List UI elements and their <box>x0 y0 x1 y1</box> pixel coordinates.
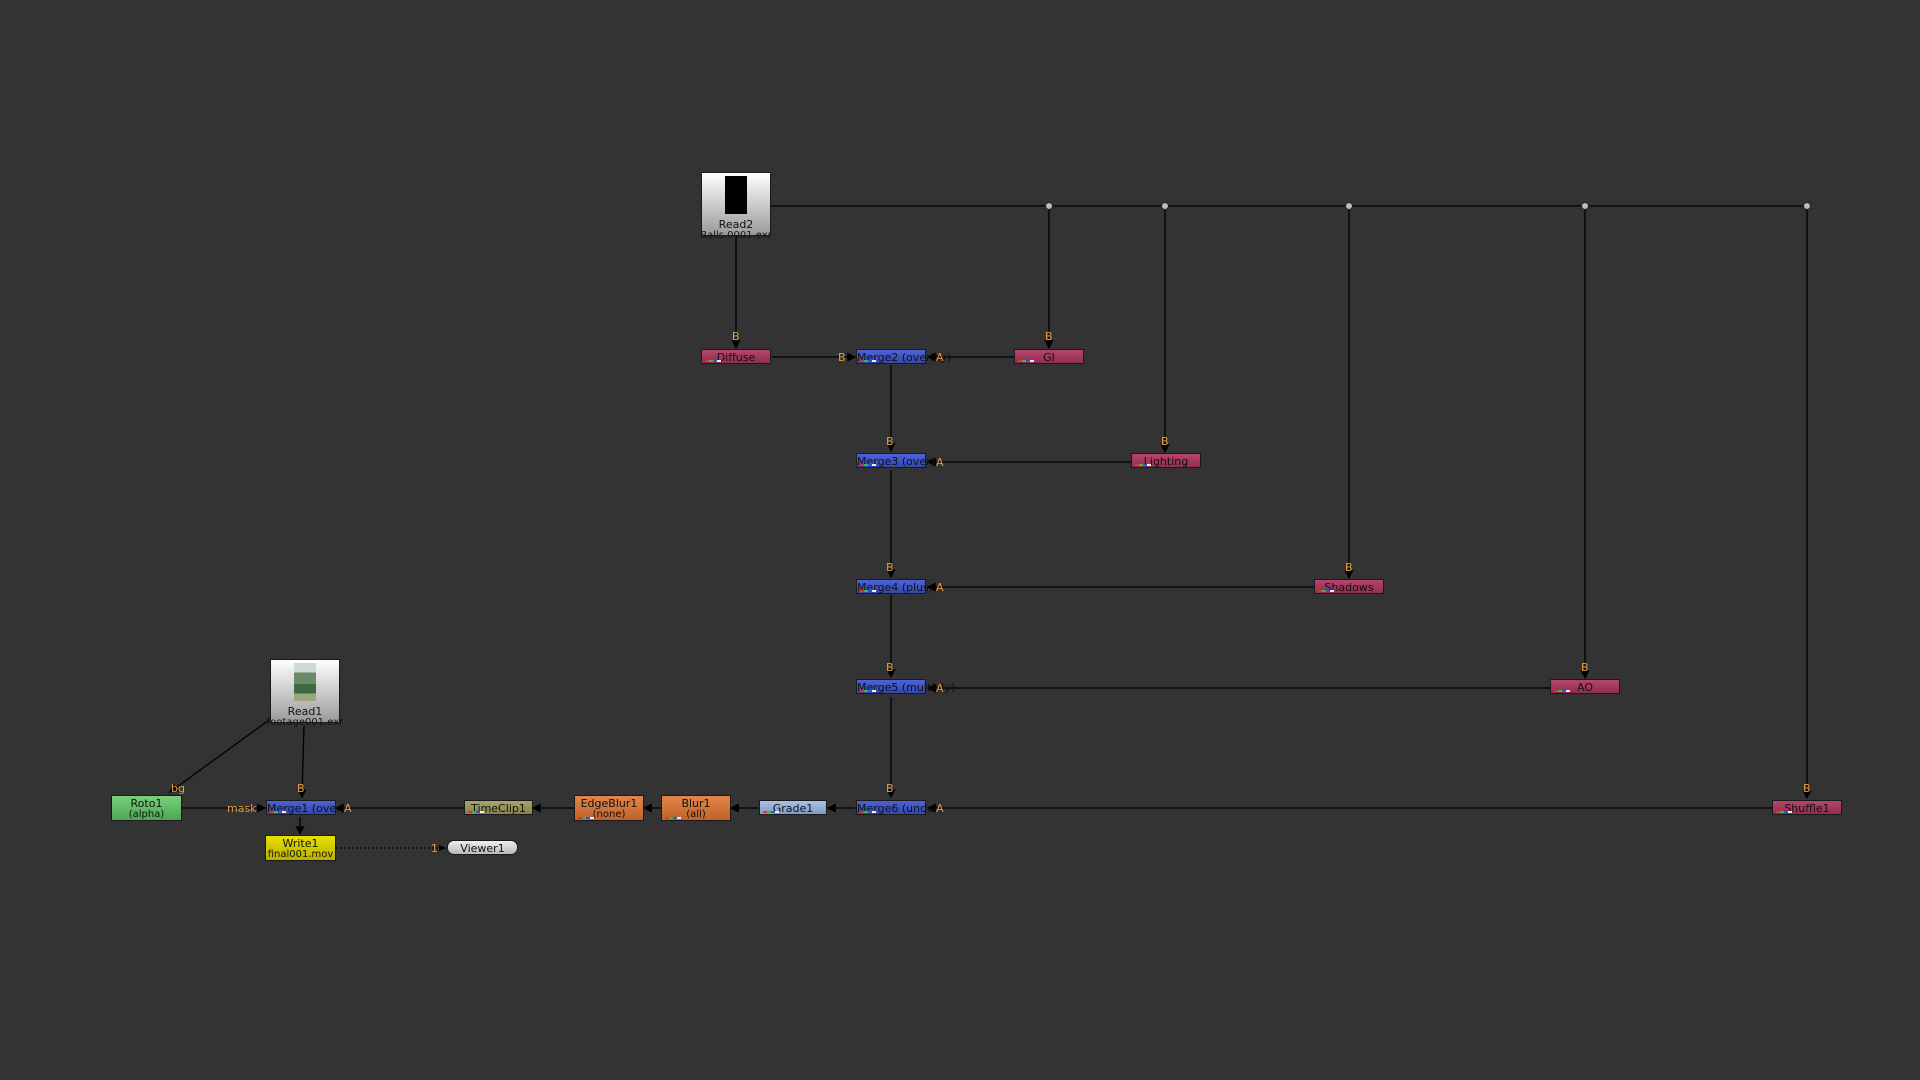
input-label-b: B <box>886 561 894 574</box>
input-label-b: B <box>1161 435 1169 448</box>
input-label-a: A <box>936 581 944 594</box>
input-label-b: B <box>1345 561 1353 574</box>
viewer1-node[interactable]: Viewer1 <box>447 840 518 855</box>
dot-node[interactable] <box>1161 202 1169 210</box>
input-label-b: B <box>886 661 894 674</box>
roto1-node[interactable]: Roto1 (alpha) <box>111 795 182 821</box>
input-label-mask: mask <box>227 802 257 815</box>
write1-node[interactable]: Write1 final001.mov <box>265 835 336 861</box>
input-label-b: B <box>1803 782 1811 795</box>
input-label-a: A <box>936 802 944 815</box>
merge6-node[interactable]: Merge6 (under) <box>856 800 943 815</box>
read2-node[interactable]: Read2 Balls.0001.exr <box>700 172 772 241</box>
edgeblur1-node[interactable]: EdgeBlur1 (none) <box>574 795 644 821</box>
merge4-node[interactable]: Merge4 (plus) <box>856 579 934 594</box>
merge3-node[interactable]: Merge3 (over) <box>856 453 935 468</box>
shuffle1-node[interactable]: Shuffle1 <box>1772 800 1842 815</box>
gi-node[interactable]: GI <box>1014 349 1084 364</box>
blur1-node[interactable]: Blur1 (all) <box>661 795 731 821</box>
input-label-b: B <box>838 351 846 364</box>
input-label-bg: bg <box>171 782 185 795</box>
input-label-b: B <box>886 782 894 795</box>
viewer-input-label: 1 <box>431 842 438 855</box>
input-label-b: B <box>1581 661 1589 674</box>
timeclip1-node[interactable]: TimeClip1 <box>464 800 533 815</box>
merge5-node[interactable]: Merge5 (multiply) <box>856 679 956 694</box>
input-label-b: B <box>732 330 740 343</box>
read1-to-merge1-b <box>297 725 307 799</box>
input-label-b: B <box>297 782 305 795</box>
read1-filename: footage001.exr <box>266 717 344 728</box>
input-label-a: A <box>936 351 944 364</box>
read2-label: Read2 <box>718 218 754 231</box>
merge1-node[interactable]: Merge1 (over) <box>266 800 345 815</box>
input-label-a: A <box>344 802 352 815</box>
read2-thumbnail <box>725 176 747 214</box>
shadows-node[interactable]: Shadows <box>1314 579 1384 594</box>
input-label-b: B <box>886 435 894 448</box>
dot-node[interactable] <box>1045 202 1053 210</box>
merge2-node[interactable]: Merge2 (overlay) <box>856 349 952 364</box>
read2-filename: Balls.0001.exr <box>700 230 772 241</box>
read1-thumbnail <box>294 663 316 701</box>
dot-node[interactable] <box>1345 202 1353 210</box>
ao-node[interactable]: AO <box>1550 679 1620 694</box>
read1-label: Read1 <box>287 705 323 718</box>
read1-to-roto1-bg <box>168 719 270 793</box>
dot-node[interactable] <box>1803 202 1811 210</box>
input-label-a: A <box>936 682 944 695</box>
read1-node[interactable]: Read1 footage001.exr <box>267 659 343 728</box>
input-label-a: A <box>936 456 944 469</box>
input-label-b: B <box>1045 330 1053 343</box>
dot-node[interactable] <box>1581 202 1589 210</box>
diffuse-node[interactable]: Diffuse <box>701 349 771 364</box>
grade1-node[interactable]: Grade1 <box>759 800 827 815</box>
lighting-node[interactable]: Lighting <box>1131 453 1201 468</box>
